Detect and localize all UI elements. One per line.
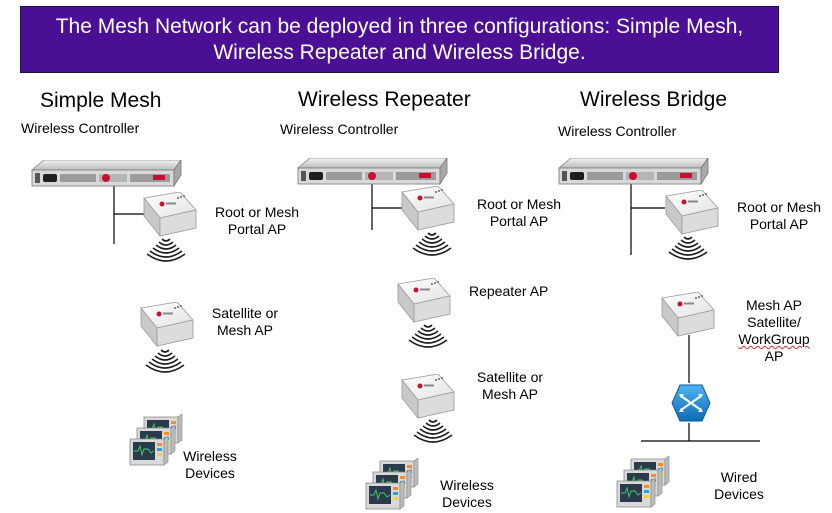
simple-mesh-satellite-ap-label: Satellite or Mesh AP xyxy=(211,305,279,338)
repeater-root-ap-icon xyxy=(401,186,455,231)
simple-mesh-title: Simple Mesh xyxy=(40,89,162,112)
repeater-controller-label: Wireless Controller xyxy=(280,121,399,137)
bridge-root-ap-label: Root or Mesh Portal AP xyxy=(736,199,822,232)
simple-mesh-root-ap-label: Root or Mesh Portal AP xyxy=(214,204,300,237)
bridge-wired-devices-icon xyxy=(611,456,675,513)
bridge-switch-icon xyxy=(671,384,711,422)
repeater-ap-icon xyxy=(397,278,451,323)
bridge-root-ap-icon xyxy=(665,190,719,235)
simple-mesh-satellite-waves-icon xyxy=(145,349,185,373)
bridge-mesh-ap-label: Mesh AP Satellite/ WorkGroup AP xyxy=(738,297,810,364)
title-banner: The Mesh Network can be deployed in thre… xyxy=(20,6,779,73)
bridge-controller-icon xyxy=(558,158,709,185)
bridge-mesh-ap-icon xyxy=(661,292,715,337)
simple-mesh-root-ap-icon xyxy=(143,192,197,237)
simple-mesh-satellite-ap-icon xyxy=(140,302,194,347)
repeater-ap-label: Repeater AP xyxy=(469,283,549,299)
repeater-root-waves-icon xyxy=(412,232,452,256)
repeater-controller-icon xyxy=(297,158,448,185)
repeater-devices-label: Wireless Devices xyxy=(440,477,494,510)
repeater-satellite-ap-icon xyxy=(401,374,455,419)
repeater-satellite-waves-icon xyxy=(413,419,453,443)
repeater-satellite-ap-label: Satellite or Mesh AP xyxy=(476,369,544,402)
bridge-root-waves-icon xyxy=(668,236,708,260)
bridge-devices-label: Wired Devices xyxy=(714,469,764,502)
bridge-controller-label: Wireless Controller xyxy=(558,123,677,139)
repeater-wireless-devices-icon xyxy=(360,458,424,513)
repeater-title: Wireless Repeater xyxy=(298,88,471,111)
simple-mesh-controller-icon xyxy=(31,160,182,187)
banner-text: The Mesh Network can be deployed in thre… xyxy=(55,14,744,64)
simple-mesh-root-waves-icon xyxy=(146,238,186,262)
simple-mesh-devices-label: Wireless Devices xyxy=(183,448,237,481)
bridge-title: Wireless Bridge xyxy=(580,88,728,111)
repeater-root-ap-label: Root or Mesh Portal AP xyxy=(476,196,562,229)
simple-mesh-controller-label: Wireless Controller xyxy=(21,120,140,136)
repeater-ap-waves-icon xyxy=(408,324,448,348)
